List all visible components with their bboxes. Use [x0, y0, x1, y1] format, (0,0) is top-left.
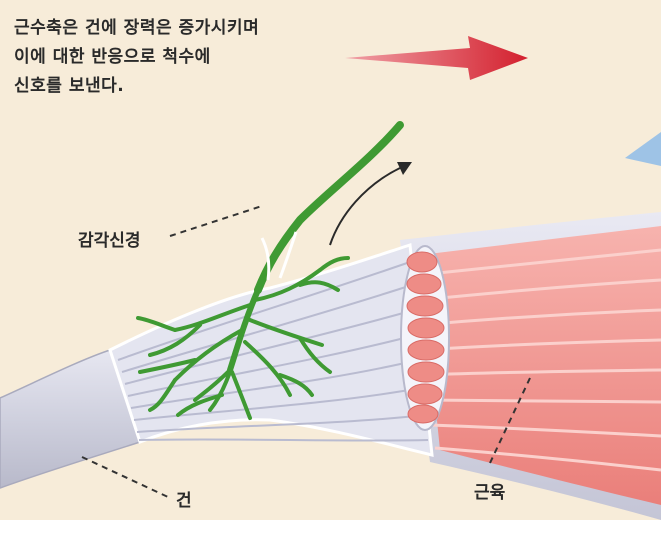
label-muscle: 근육 — [474, 478, 505, 503]
blue-pointer-shape — [625, 132, 661, 166]
caption-line-2: 이에 대한 반응으로 척수에 — [14, 43, 259, 72]
caption: 근수축은 건에 장력은 증가시키며 이에 대한 반응으로 척수에 신호를 보낸다… — [14, 14, 259, 101]
bottom-margin — [0, 520, 661, 533]
red-arrow — [345, 36, 528, 80]
leader-tendon — [82, 457, 168, 497]
caption-line-3: 신호를 보낸다. — [14, 72, 259, 101]
label-tendon: 건 — [176, 486, 192, 511]
leader-sensory-nerve — [170, 206, 262, 236]
fiber-bundle — [110, 245, 432, 455]
label-sensory-nerve: 감각신경 — [78, 226, 141, 251]
caption-line-1: 근수축은 건에 장력은 증가시키며 — [14, 14, 259, 43]
